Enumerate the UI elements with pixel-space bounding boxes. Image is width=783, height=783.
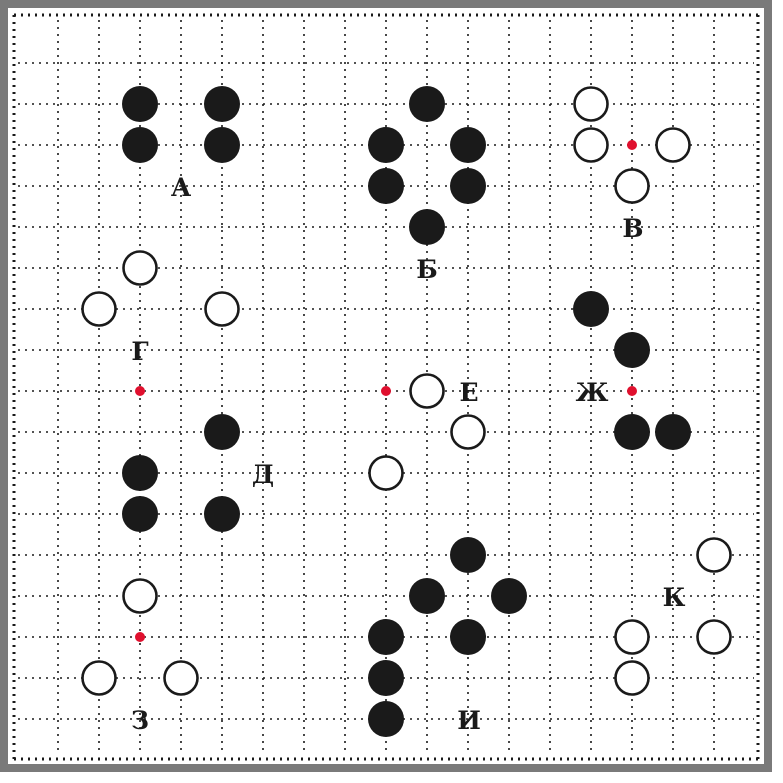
- red-marker-point: [135, 386, 145, 396]
- black-stone: [409, 578, 445, 614]
- white-stone: [81, 291, 117, 327]
- red-marker-point: [627, 386, 637, 396]
- black-stone: [614, 414, 650, 450]
- black-stone: [204, 127, 240, 163]
- black-stone: [368, 127, 404, 163]
- problem-labels: А Б В Г Д Е Ж З И К: [131, 173, 686, 735]
- white-stone: [122, 250, 158, 286]
- black-stone: [450, 537, 486, 573]
- white-stone: [204, 291, 240, 327]
- label-problem-e: Е: [459, 378, 478, 407]
- black-stone: [204, 86, 240, 122]
- label-problem-zh: Ж: [576, 378, 609, 407]
- black-stone: [614, 332, 650, 368]
- label-problem-d: Д: [252, 460, 274, 489]
- black-stone: [450, 168, 486, 204]
- black-stone: [450, 127, 486, 163]
- white-stone: [614, 619, 650, 655]
- white-stone: [450, 414, 486, 450]
- black-stone: [409, 209, 445, 245]
- white-stone: [368, 455, 404, 491]
- white-stone: [655, 127, 691, 163]
- black-stone: [368, 168, 404, 204]
- white-stone: [409, 373, 445, 409]
- label-problem-k: К: [663, 583, 686, 612]
- white-stone: [122, 578, 158, 614]
- black-stone: [409, 86, 445, 122]
- white-stone: [573, 127, 609, 163]
- label-problem-i: И: [457, 706, 481, 735]
- label-problem-a: А: [171, 173, 192, 202]
- label-problem-v: В: [622, 214, 643, 243]
- white-stone: [81, 660, 117, 696]
- black-stone: [368, 660, 404, 696]
- black-stone: [122, 127, 158, 163]
- black-stone: [122, 496, 158, 532]
- black-stone: [122, 455, 158, 491]
- black-stone: [491, 578, 527, 614]
- red-marker-point: [135, 632, 145, 642]
- white-stone: [696, 619, 732, 655]
- white-stone: [614, 660, 650, 696]
- label-problem-b: Б: [416, 255, 437, 284]
- white-stone: [696, 537, 732, 573]
- red-marker-point: [627, 140, 637, 150]
- label-problem-g: Г: [131, 337, 148, 366]
- black-stone: [204, 496, 240, 532]
- dotted-grid: [12, 13, 760, 761]
- black-stone: [573, 291, 609, 327]
- label-problem-z: З: [131, 706, 149, 735]
- black-stone: [655, 414, 691, 450]
- marker-points-layer: [135, 140, 637, 642]
- black-stone: [368, 619, 404, 655]
- stones-layer: [81, 86, 732, 737]
- red-marker-point: [381, 386, 391, 396]
- black-stone: [368, 701, 404, 737]
- black-stone: [122, 86, 158, 122]
- black-stone: [204, 414, 240, 450]
- white-stone: [573, 86, 609, 122]
- white-stone: [614, 168, 650, 204]
- white-stone: [163, 660, 199, 696]
- black-stone: [450, 619, 486, 655]
